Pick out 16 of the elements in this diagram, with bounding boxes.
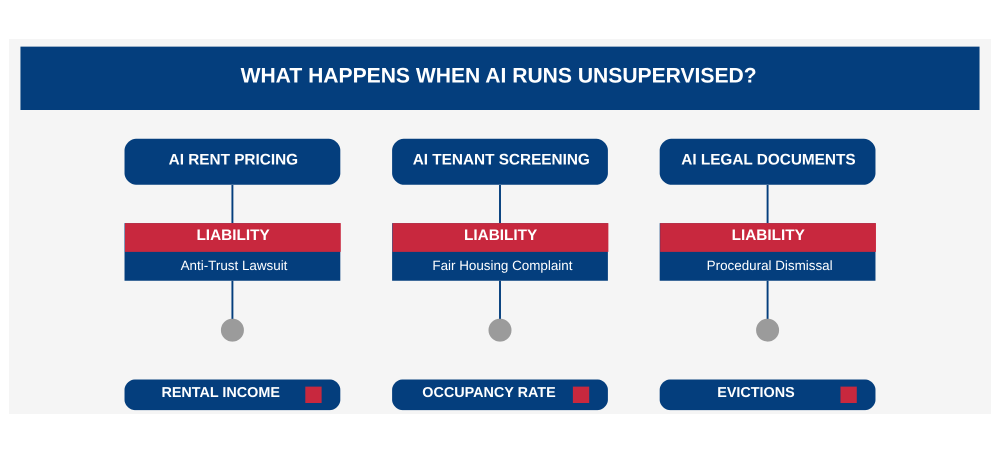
connector (766, 184, 769, 222)
diagram-title: WHAT HAPPENS WHEN AI RUNS UNSUPERVISED? (240, 64, 757, 88)
node-box: AI RENT PRICING (124, 138, 340, 184)
node-box: EVICTIONS (660, 378, 876, 410)
node-box: RENTAL INCOME (124, 378, 340, 410)
connector (231, 184, 234, 222)
connector (499, 184, 501, 222)
node-box: AI LEGAL DOCUMENTS (660, 138, 876, 184)
connector (499, 280, 501, 318)
node-circle (756, 318, 780, 342)
node-circle (488, 318, 512, 342)
connector (231, 280, 234, 318)
node-circle (220, 318, 244, 342)
connector (766, 280, 769, 318)
node-box: OCCUPANCY RATE (392, 378, 608, 410)
node-box: AI TENANT SCREENING (392, 138, 608, 184)
